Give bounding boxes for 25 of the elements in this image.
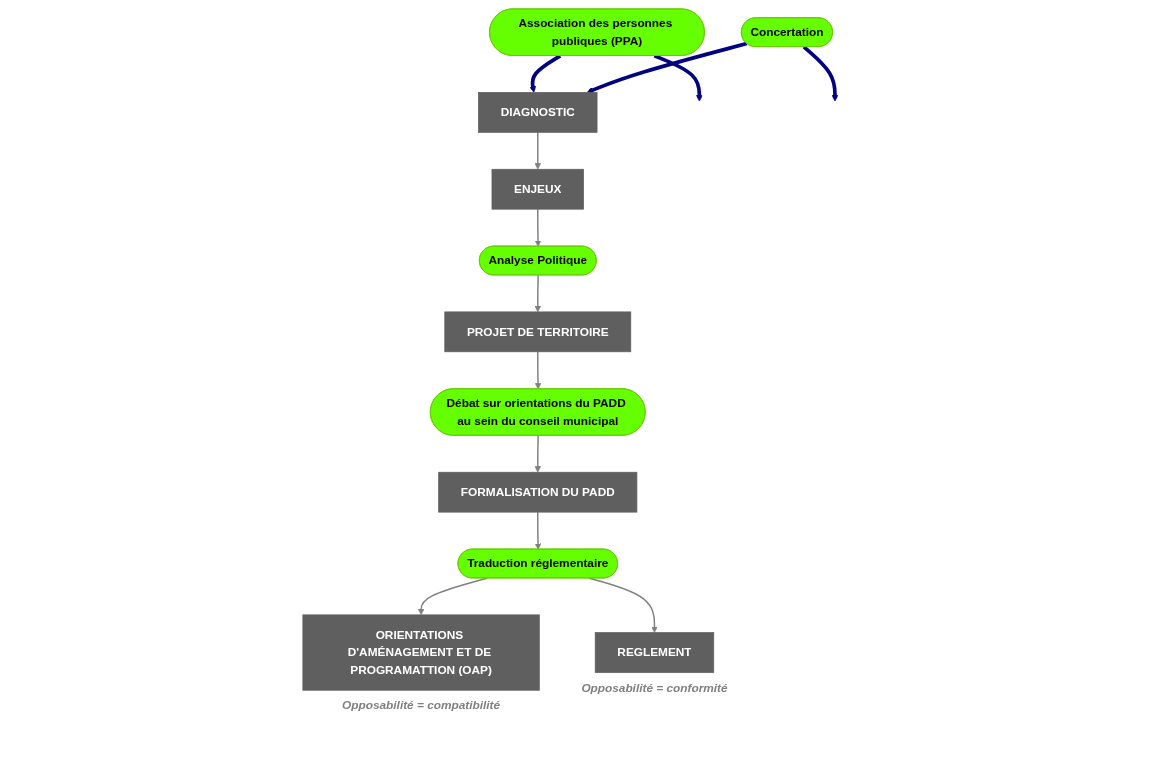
arrow <box>802 45 838 102</box>
process-box: REGLEMENT <box>594 632 714 673</box>
oval-node: Débat sur orientations du PADD au sein du conseil municipal <box>429 388 646 436</box>
arrow <box>586 41 747 94</box>
arrow <box>534 274 541 313</box>
process-box: DIAGNOSTIC <box>477 92 597 133</box>
note-text: Opposabilité = compatibilité <box>341 699 500 712</box>
oval-node: Association des personnes publiques (PPA) <box>488 8 705 56</box>
arrow <box>534 208 541 247</box>
process-box: PROJET DE TERRITOIRE <box>443 311 631 353</box>
arrow <box>529 54 561 93</box>
arrow <box>588 577 658 633</box>
process-box: FORMALISATION DU PADD <box>437 471 637 513</box>
oval-node: Analyse Politique <box>478 245 597 276</box>
oval-node: Concertation <box>740 17 833 47</box>
arrow <box>534 511 541 550</box>
process-box: ENJEUX <box>491 168 584 210</box>
arrow <box>534 351 541 390</box>
oval-node: Traduction réglementaire <box>457 548 618 579</box>
note-text: Opposabilité = conformité <box>580 681 728 694</box>
arrow <box>534 434 541 473</box>
arrow <box>653 54 703 102</box>
arrow <box>417 577 488 616</box>
process-box: ORIENTATIONS D'AMÉNAGEMENT ET DE PROGRAMATTION (OAP) <box>302 614 540 691</box>
arrow <box>534 131 541 170</box>
